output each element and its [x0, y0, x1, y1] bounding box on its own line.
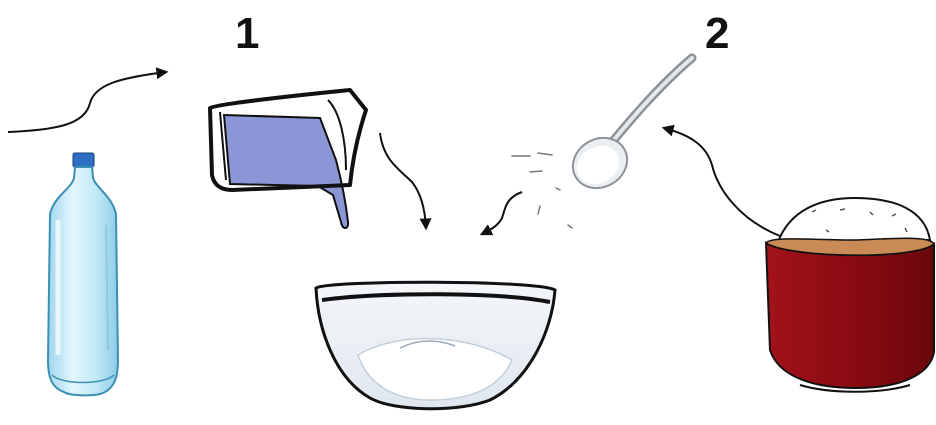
measuring-cup-icon	[210, 90, 366, 228]
salt-grains	[512, 153, 572, 228]
arrow-bottle-to-cup	[8, 72, 166, 132]
step-2-number: 2	[705, 12, 729, 56]
spoon-icon	[564, 58, 692, 198]
plastic-bottle-icon	[48, 153, 118, 395]
arrow-spoon-to-bowl	[482, 192, 522, 234]
step-1-number: 1	[235, 12, 259, 56]
salt-bowl-icon	[766, 198, 934, 392]
arrow-saltbowl-to-spoon	[664, 128, 780, 236]
mixing-bowl-icon	[316, 282, 555, 409]
arrow-cup-to-bowl	[380, 133, 426, 228]
